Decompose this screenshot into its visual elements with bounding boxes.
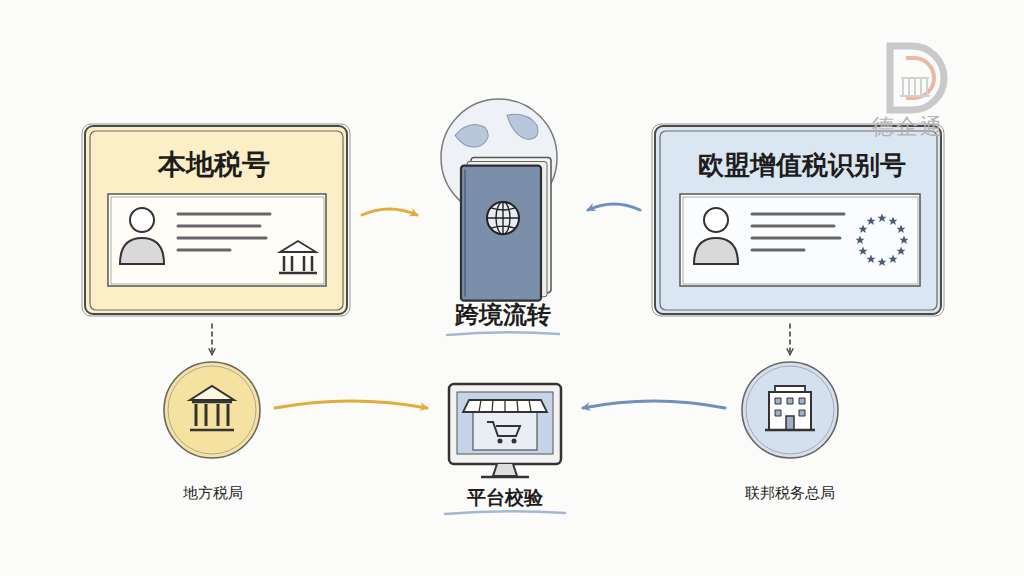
node-label: 本地税号 xyxy=(158,148,270,182)
node-label: 地方税局 xyxy=(160,484,265,502)
node-label: 跨境流转 xyxy=(425,301,580,330)
id-card: 欧盟增值税识别号 xyxy=(650,122,946,318)
flow-arrow xyxy=(583,401,725,408)
authority-circle: 地方税局 xyxy=(160,360,265,510)
platform-node: 平台校验 xyxy=(435,378,575,518)
node-label: 欧盟增值税识别号 xyxy=(698,150,906,181)
watermark-text: 德企通 xyxy=(872,112,944,142)
authority-circle: 联邦税务总局 xyxy=(735,360,845,510)
node-label: 平台校验 xyxy=(435,486,575,509)
id-card: 本地税号 xyxy=(80,122,352,318)
passport-globe xyxy=(425,95,580,337)
flow-arrow xyxy=(789,324,791,354)
flow-arrow xyxy=(211,324,213,354)
flow-arrow xyxy=(275,401,427,408)
flow-arrow xyxy=(362,209,417,215)
node-label: 联邦税务总局 xyxy=(735,484,845,502)
flow-arrow xyxy=(588,204,640,210)
transfer-node: 跨境流转 xyxy=(425,95,580,337)
